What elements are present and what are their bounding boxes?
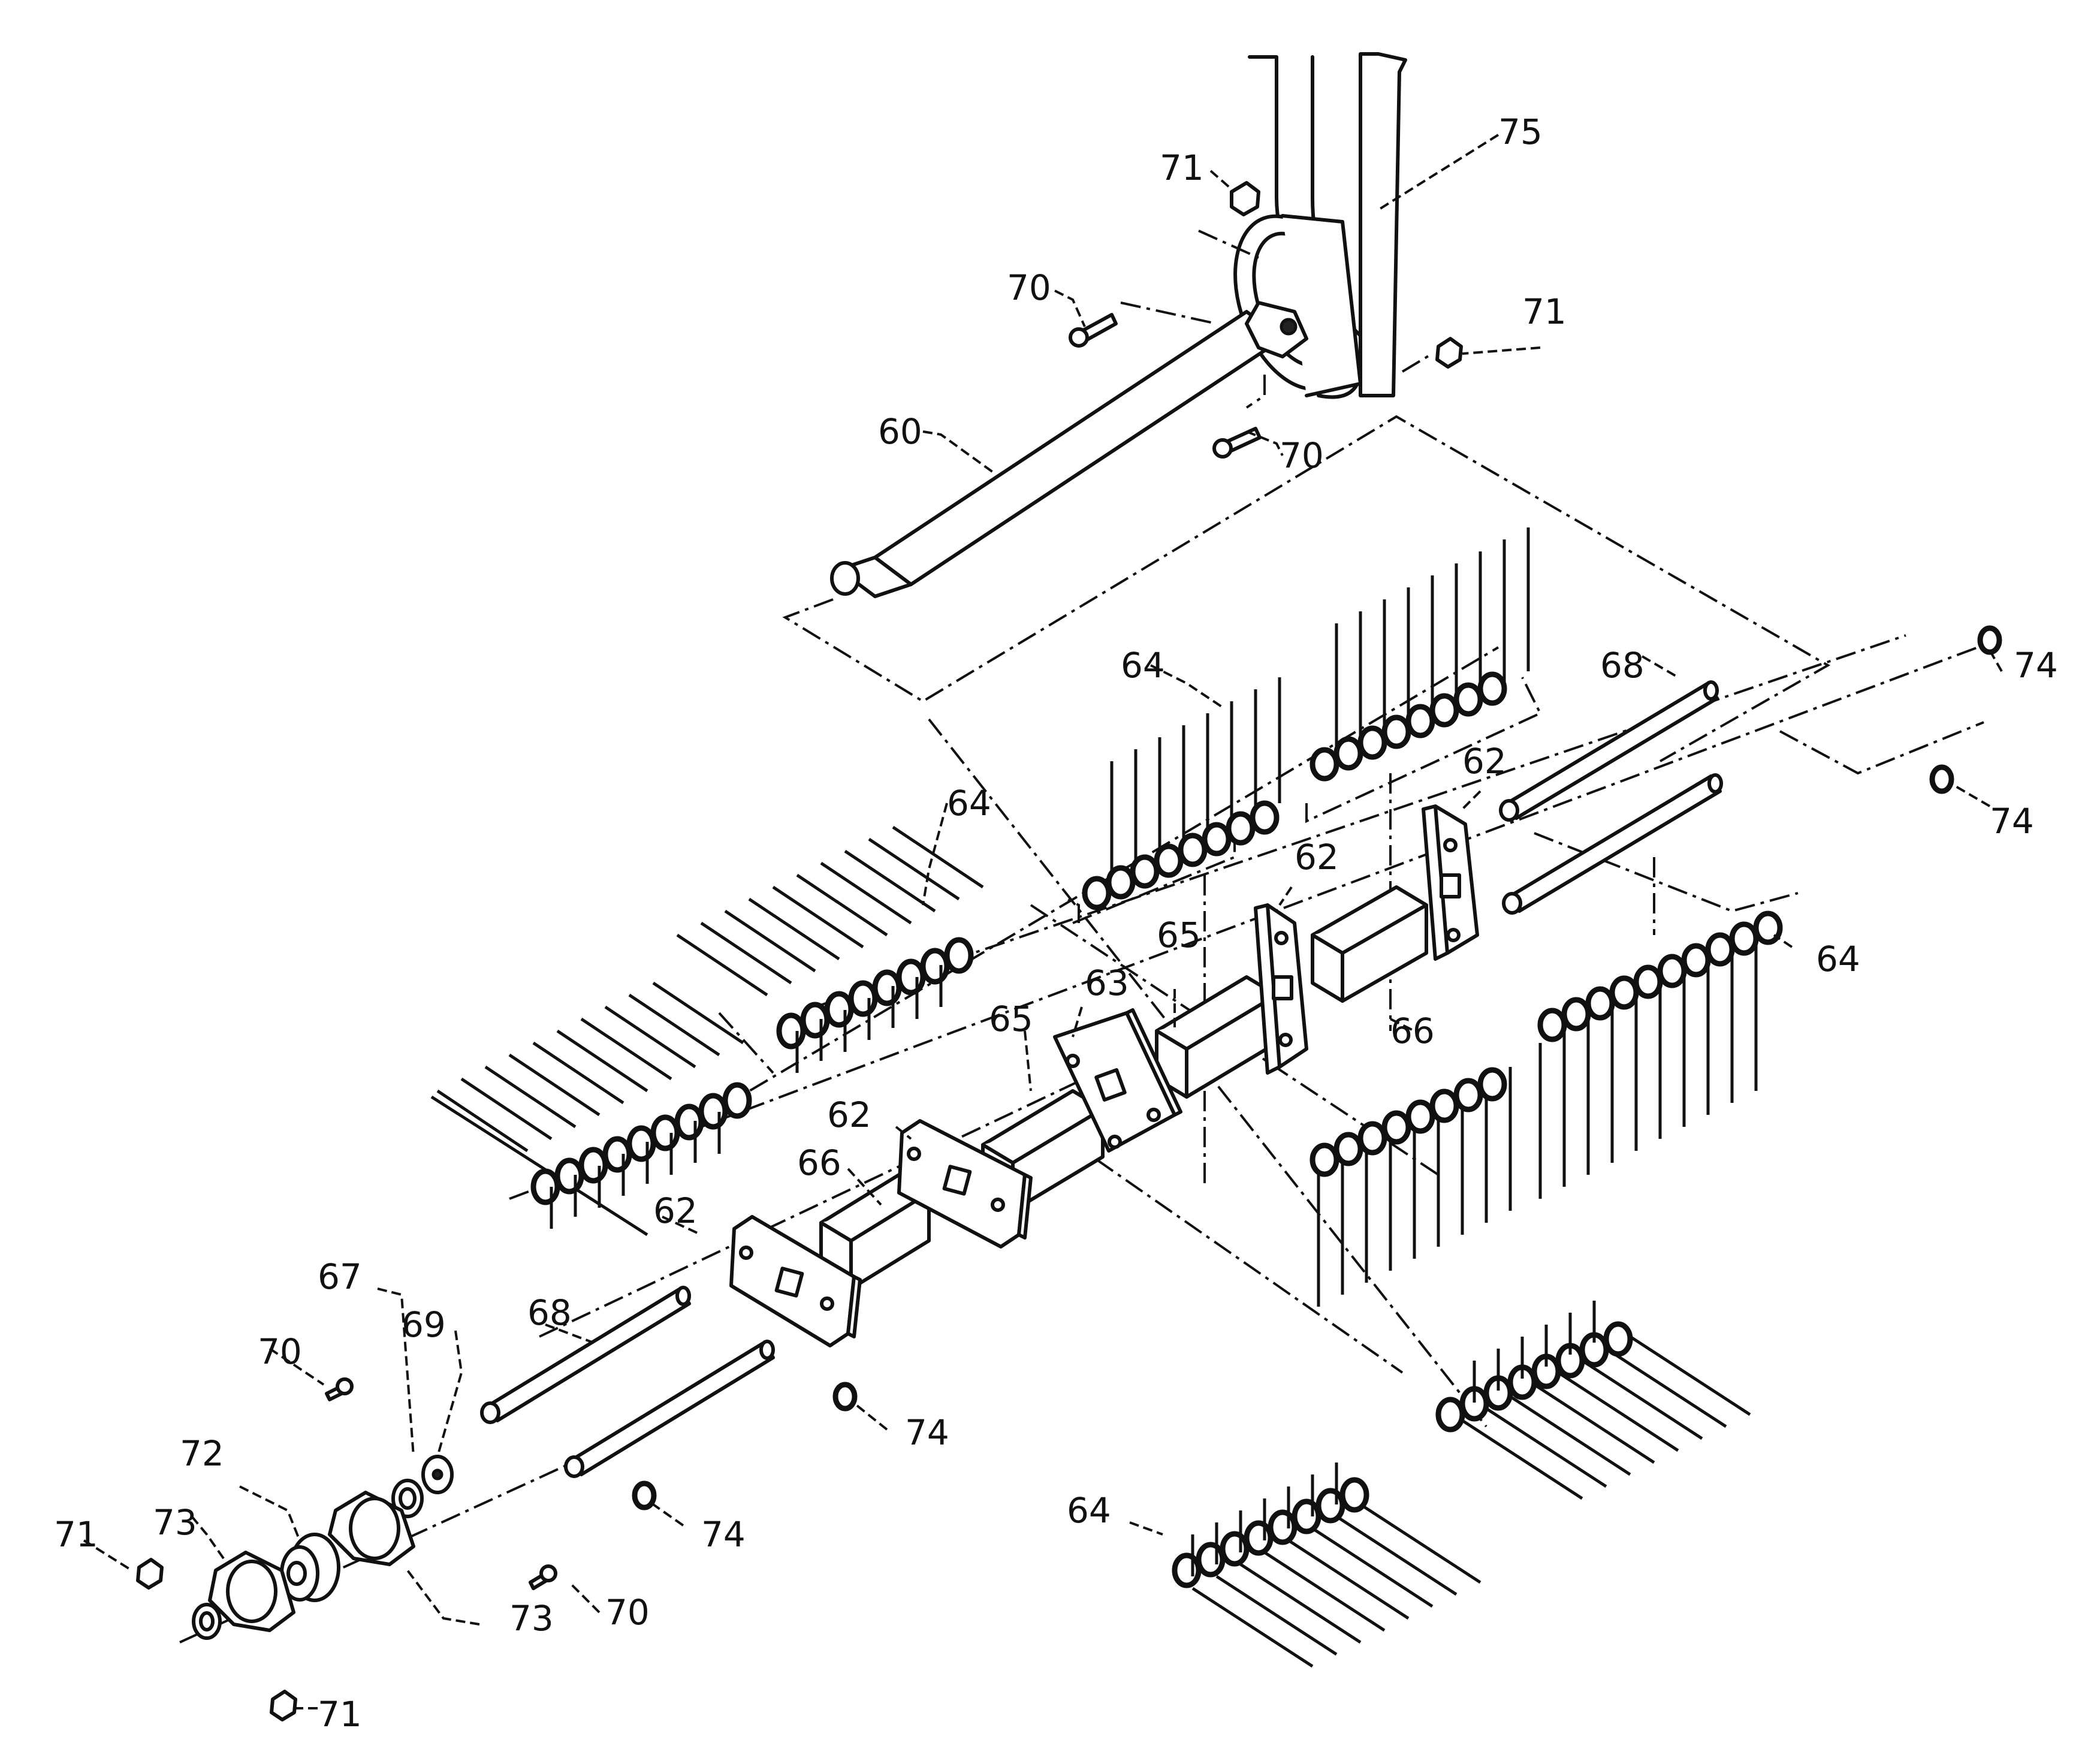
flange-73-outer xyxy=(208,1551,295,1632)
callout-71-left: 71 xyxy=(54,1514,98,1555)
bearing-72 xyxy=(280,1533,340,1602)
rod-68-lower-left-a xyxy=(480,1286,691,1424)
washer-74-lower xyxy=(632,1480,657,1510)
callout-64-right: 64 xyxy=(1816,939,1860,979)
callout-62-mid-left: 62 xyxy=(827,1094,871,1135)
bolt-70-left-upper xyxy=(325,1377,354,1401)
callout-65-upper: 65 xyxy=(1157,915,1201,955)
square-tube-66-upper xyxy=(1311,885,1428,1003)
callout-73-outer: 73 xyxy=(153,1502,197,1543)
callout-70-left: 70 xyxy=(258,1331,302,1372)
callout-67: 67 xyxy=(318,1256,362,1297)
bolt-70-lower xyxy=(1212,427,1262,459)
callout-68-left: 68 xyxy=(527,1292,572,1333)
tine-assembly-lower xyxy=(1172,1301,1751,1668)
callout-63: 63 xyxy=(1085,963,1129,1003)
leader-lines xyxy=(83,134,2003,1709)
callout-68-top: 68 xyxy=(1600,645,1645,686)
callout-64-left: 64 xyxy=(947,783,991,824)
collar-outer xyxy=(192,1603,222,1640)
washer-69 xyxy=(421,1455,454,1494)
callout-60: 60 xyxy=(878,411,922,452)
bearing-plate-62-left xyxy=(729,1215,862,1347)
washer-74-center xyxy=(832,1382,858,1412)
callout-74-lower: 74 xyxy=(701,1514,746,1555)
callout-62-left: 62 xyxy=(653,1190,698,1231)
callout-73-inner: 73 xyxy=(509,1598,554,1639)
callout-72: 72 xyxy=(180,1433,224,1474)
callout-70-top: 70 xyxy=(1007,267,1051,308)
callout-74-right: 74 xyxy=(1990,801,2034,842)
callout-62-far-right: 62 xyxy=(1462,741,1507,782)
callout-65-lower: 65 xyxy=(989,999,1033,1039)
flange-73-inner xyxy=(328,1491,415,1566)
rod-68-lower-left-b xyxy=(564,1340,775,1478)
rod-68-upper-right-b xyxy=(1502,773,1723,915)
callout-71-bottom: 71 xyxy=(318,1694,362,1735)
callout-74-center: 74 xyxy=(905,1412,949,1453)
callout-70-lower: 70 xyxy=(605,1592,650,1633)
rod-68-upper-right-a xyxy=(1499,680,1719,822)
callout-labels: 75 71 70 71 70 60 64 68 74 62 74 64 62 6… xyxy=(54,111,2058,1735)
nut-71-left xyxy=(136,1558,164,1590)
tine-assembly-left xyxy=(430,825,984,1237)
callout-71-right: 71 xyxy=(1522,291,1567,332)
nut-71-right xyxy=(1435,337,1463,369)
bearing-plate-62-far-right xyxy=(1422,804,1479,961)
callout-74-top: 74 xyxy=(2014,645,2058,686)
collar-67 xyxy=(391,1479,424,1518)
tine-assembly-right xyxy=(1310,910,1783,1307)
washer-74-right xyxy=(1929,764,1954,794)
callout-66-lower: 66 xyxy=(797,1142,841,1183)
callout-64-upper: 64 xyxy=(1121,645,1165,686)
callout-75: 75 xyxy=(1498,111,1543,152)
callout-62-mid-right: 62 xyxy=(1295,837,1339,878)
washer-74-top-right xyxy=(1977,625,2002,655)
callout-64-lower: 64 xyxy=(1067,1490,1111,1531)
nut-71-upper xyxy=(1230,181,1260,216)
bearing-plate-62-mid-right xyxy=(1254,903,1308,1075)
nut-71-bottom xyxy=(270,1690,297,1721)
center-plate-63 xyxy=(1053,1008,1182,1153)
square-tube-65-upper xyxy=(1155,975,1278,1099)
bolt-70-left-lower xyxy=(529,1564,557,1590)
tine-assembly-upper xyxy=(1066,527,1542,924)
callout-66-upper: 66 xyxy=(1390,1011,1435,1051)
callout-71-top: 71 xyxy=(1160,147,1204,188)
drive-shaft xyxy=(830,301,1308,598)
pulley xyxy=(1233,214,1362,397)
callout-69: 69 xyxy=(402,1304,446,1345)
bearing-plate-62-mid-left xyxy=(897,1119,1033,1249)
callout-70-mid: 70 xyxy=(1280,435,1324,476)
bolt-70-upper xyxy=(1069,313,1118,348)
